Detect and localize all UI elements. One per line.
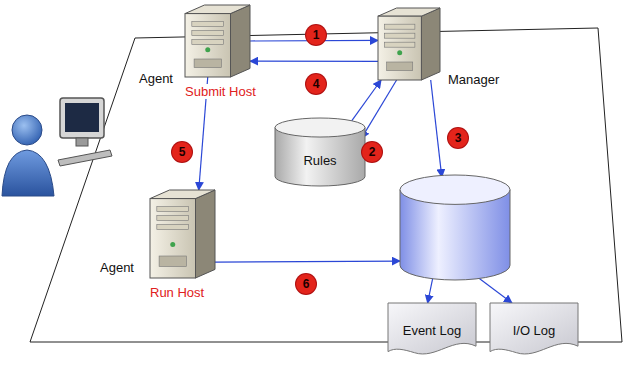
flow-arrow — [361, 80, 396, 138]
flow-arrow — [431, 80, 442, 177]
flow-arrow — [428, 277, 433, 303]
shape-label: Event Log — [403, 323, 462, 338]
flow-arrow — [477, 277, 512, 303]
cylinder-outline — [275, 118, 365, 186]
server-icon — [185, 5, 250, 77]
agent-label: Manager — [446, 72, 501, 87]
agent-label: Agent — [98, 260, 136, 275]
shape-label: Rules — [303, 153, 336, 168]
flow-arrow — [215, 261, 400, 262]
log-document: I/O Log — [490, 303, 578, 357]
server-icon — [378, 8, 440, 80]
callout-number: 5 — [172, 142, 192, 162]
server-icon — [150, 190, 215, 278]
user-figure — [2, 98, 112, 196]
flow-arrow — [250, 61, 378, 62]
cylinder-outline — [400, 175, 510, 280]
host-label: Run Host — [148, 285, 206, 300]
callout-number: 1 — [306, 25, 326, 45]
shape-label: I/O Log — [513, 323, 556, 338]
server-node: Manager — [378, 8, 440, 80]
log-document: Event Log — [388, 303, 476, 357]
flow-arrow — [349, 80, 381, 125]
callout-number: 6 — [296, 274, 316, 294]
callout-number: 2 — [362, 142, 382, 162]
agent-label: Agent — [137, 71, 175, 86]
rules-store: Rules — [275, 118, 365, 186]
host-label: Submit Host — [183, 84, 258, 99]
server-node: AgentSubmit Host — [185, 5, 250, 77]
floor-plane — [30, 28, 622, 342]
callout-number: 4 — [306, 74, 326, 94]
callout-number: 3 — [448, 128, 468, 148]
server-node: AgentRun Host — [150, 190, 215, 278]
database — [400, 175, 510, 280]
